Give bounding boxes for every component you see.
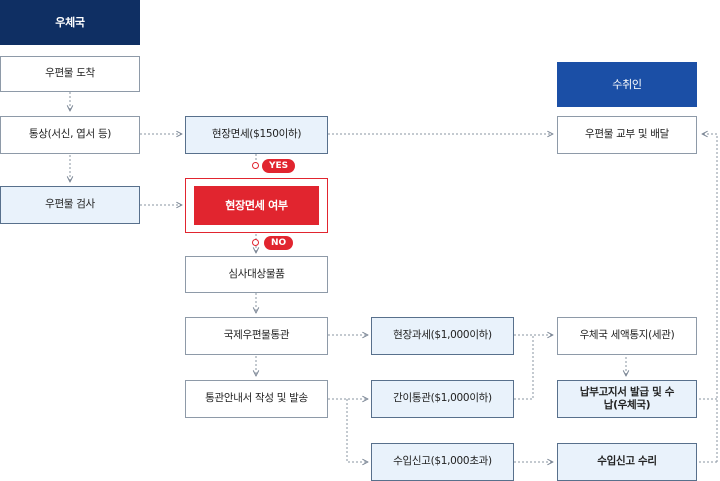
payment-notice-node: 납부고지서 발급 및 수납(우체국) <box>557 380 697 418</box>
import-acceptance-node: 수입신고 수리 <box>557 443 697 481</box>
no-connector-dot <box>252 239 259 246</box>
onsite-exemption-node: 현장면세($150이하) <box>185 116 328 154</box>
recipient-header: 수취인 <box>557 62 697 107</box>
notice-dispatch-node: 통관안내서 작성 및 발송 <box>185 380 328 418</box>
post-office-header: 우체국 <box>0 0 140 45</box>
review-items-node: 심사대상물품 <box>185 256 328 293</box>
intl-mail-clearance-node: 국제우편물통관 <box>185 317 328 355</box>
import-declaration-node: 수입신고($1,000초과) <box>371 443 514 481</box>
yes-badge: YES <box>262 159 296 173</box>
exemption-check-label: 현장면세 여부 <box>194 186 319 225</box>
mail-arrival-node: 우편물 도착 <box>0 56 140 92</box>
simple-clearance-node: 간이통관($1,000이하) <box>371 380 514 418</box>
exemption-check-node: 현장면세 여부 <box>185 178 328 233</box>
yes-connector-dot <box>252 162 259 169</box>
onsite-tax-node: 현장과세($1,000이하) <box>371 317 514 355</box>
mail-inspection-node: 우편물 검사 <box>0 186 140 224</box>
delivery-node: 우편물 교부 및 배달 <box>557 116 697 154</box>
arrow-notice-to-import <box>346 399 368 462</box>
tax-notice-node: 우체국 세액통지(세관) <box>557 317 697 355</box>
no-badge: NO <box>264 236 294 250</box>
line-simple-to-tax-notice <box>514 335 534 400</box>
customs-clearance-node: 통상(서신, 엽서 등) <box>0 116 140 154</box>
